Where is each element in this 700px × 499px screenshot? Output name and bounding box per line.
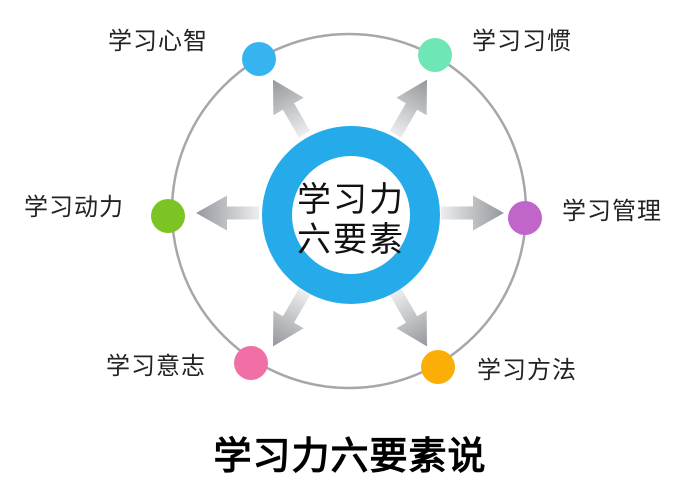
node-dot-top-left [242, 42, 276, 76]
arrow-left [196, 195, 259, 231]
node-label-bottom-right: 学习方法 [477, 357, 577, 384]
node-label-bottom-left: 学习意志 [106, 353, 206, 380]
radial-arrows [196, 79, 504, 347]
node-dot-top-right [418, 38, 452, 72]
center-text-line1: 学习力 [297, 181, 405, 219]
page-title: 学习力六要素说 [213, 436, 487, 478]
node-dot-right [508, 201, 542, 235]
node-label-right: 学习管理 [562, 198, 662, 225]
arrow-top-left [273, 79, 311, 138]
arrow-bottom-left [273, 288, 311, 347]
arrow-right [441, 195, 504, 231]
node-dot-bottom-left [234, 346, 268, 380]
node-label-top-left: 学习心智 [108, 28, 208, 55]
center-text: 学习力 六要素 [251, 180, 451, 260]
arrow-bottom-right [389, 288, 427, 347]
node-dot-bottom-right [421, 350, 455, 384]
node-label-left: 学习动力 [24, 194, 124, 221]
node-dot-left [151, 199, 185, 233]
center-text-line2: 六要素 [297, 221, 405, 259]
node-label-top-right: 学习习惯 [472, 28, 572, 55]
arrow-top-right [389, 79, 427, 138]
center-ring [262, 126, 440, 304]
